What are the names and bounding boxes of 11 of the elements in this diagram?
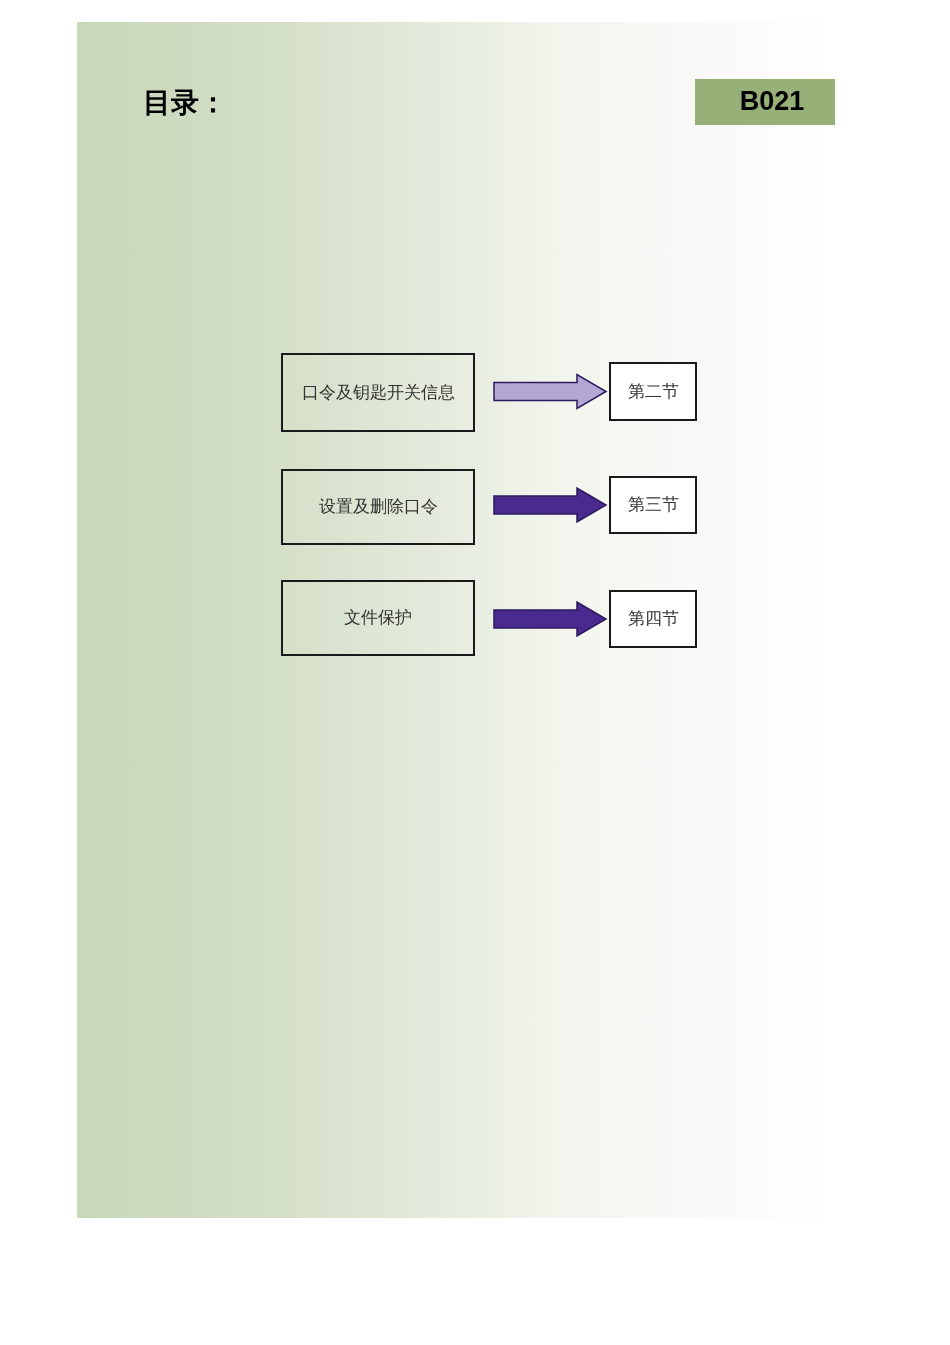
section-box: 第四节 [609,590,697,648]
page-title: 目录： [143,89,227,117]
topic-box: 设置及删除口令 [281,469,475,545]
block-arrow [493,600,608,638]
document-code-box: B021 [695,79,835,125]
section-box: 第三节 [609,476,697,534]
block-arrow [493,373,608,410]
topic-box: 口令及钥匙开关信息 [281,353,475,432]
topic-box: 文件保护 [281,580,475,656]
section-box: 第二节 [609,362,697,421]
block-arrow [493,486,608,524]
